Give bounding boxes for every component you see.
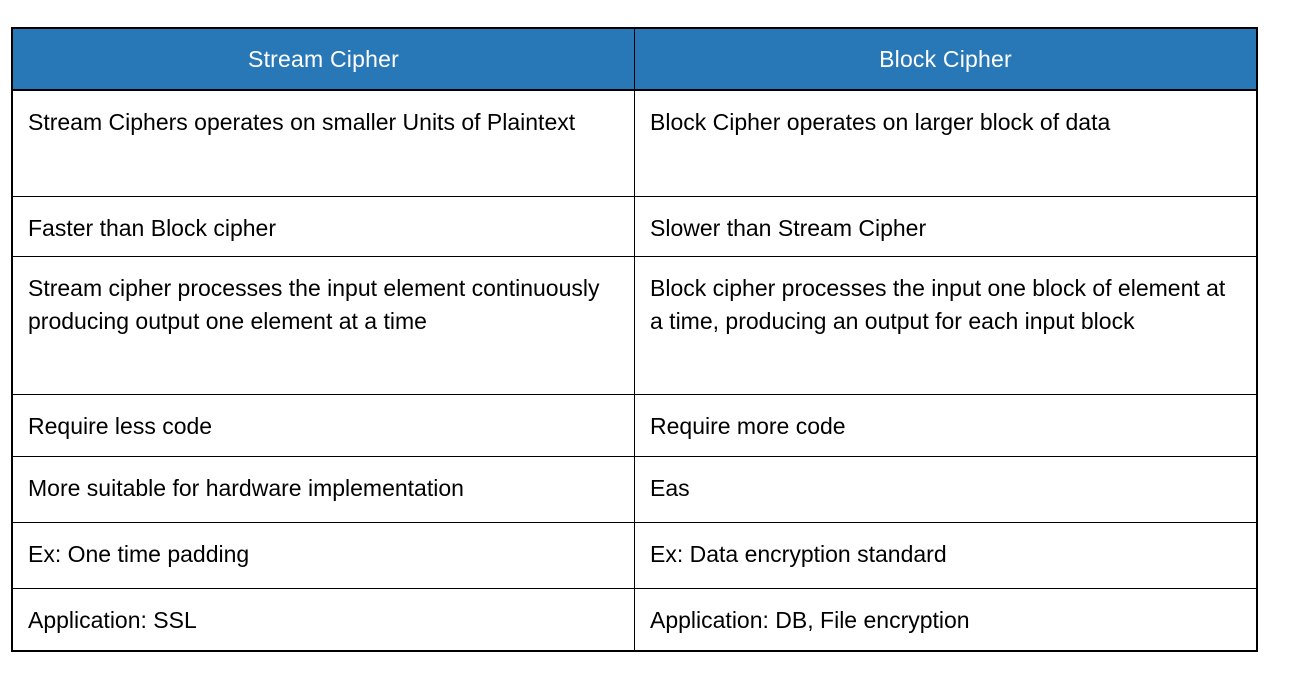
table-cell-block: Block cipher processes the input one blo… <box>634 255 1258 395</box>
table-row: Ex: One time padding Ex: Data encryption… <box>11 521 1258 589</box>
table-cell-block: Block Cipher operates on larger block of… <box>634 89 1258 197</box>
table-cell-block: Application: DB, File encryption <box>634 587 1258 652</box>
table-cell-stream: Require less code <box>11 393 635 457</box>
column-header-stream-cipher: Stream Cipher <box>11 27 635 91</box>
table-cell-stream: Ex: One time padding <box>11 521 635 589</box>
table-cell-stream: Stream Ciphers operates on smaller Units… <box>11 89 635 197</box>
table-cell-block: Eas <box>634 455 1258 523</box>
table-cell-stream: More suitable for hardware implementatio… <box>11 455 635 523</box>
table-cell-stream: Stream cipher processes the input elemen… <box>11 255 635 395</box>
comparison-table: Stream Cipher Block Cipher Stream Cipher… <box>11 27 1258 652</box>
table-cell-block: Ex: Data encryption standard <box>634 521 1258 589</box>
table-header-row: Stream Cipher Block Cipher <box>11 27 1258 91</box>
table-cell-block: Slower than Stream Cipher <box>634 195 1258 257</box>
table-cell-stream: Faster than Block cipher <box>11 195 635 257</box>
table-row: Require less code Require more code <box>11 393 1258 457</box>
table-row: More suitable for hardware implementatio… <box>11 455 1258 523</box>
table-row: Application: SSL Application: DB, File e… <box>11 587 1258 652</box>
table-row: Faster than Block cipher Slower than Str… <box>11 195 1258 257</box>
table-cell-stream: Application: SSL <box>11 587 635 652</box>
column-header-block-cipher: Block Cipher <box>634 27 1258 91</box>
table-cell-block: Require more code <box>634 393 1258 457</box>
table-row: Stream Ciphers operates on smaller Units… <box>11 89 1258 197</box>
table-row: Stream cipher processes the input elemen… <box>11 255 1258 395</box>
